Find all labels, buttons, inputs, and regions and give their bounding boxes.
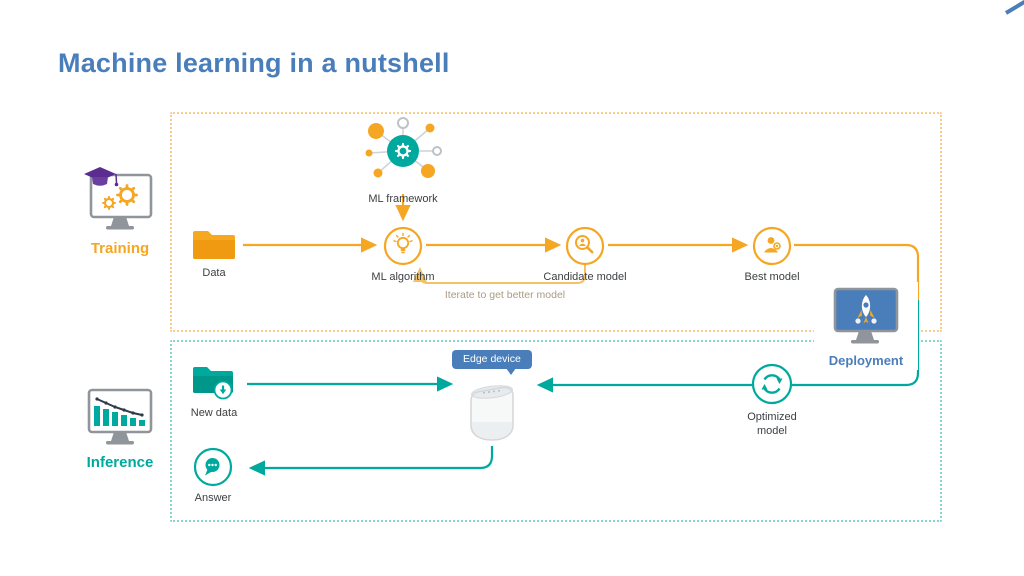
inference-computer-icon — [87, 388, 153, 445]
optimized-model-icon — [751, 363, 793, 405]
best-model-label: Best model — [744, 271, 800, 283]
lightbulb-icon — [393, 232, 413, 254]
answer-node: Answer — [185, 447, 241, 506]
edge-device-callout: Edge device — [452, 350, 532, 375]
optimized-model-label: Optimized model — [747, 411, 797, 437]
graduation-cap-icon — [84, 167, 119, 187]
brain-gear-icon — [394, 142, 412, 160]
inference-section-label: Inference — [86, 454, 154, 471]
answer-icon — [193, 447, 233, 487]
best-model-icon — [752, 226, 792, 266]
iterate-loop-label: Iterate to get better model — [444, 289, 566, 301]
deployment-computer-icon — [833, 287, 899, 344]
declining-bars-icon — [94, 406, 145, 426]
optimized-model-node: Optimized model — [727, 362, 817, 439]
candidate-model-icon — [565, 226, 605, 266]
ml-framework-icon — [365, 117, 442, 178]
best-model-node: Best model — [727, 226, 817, 285]
chat-bubble-icon — [205, 458, 220, 476]
new-data-folder-icon — [193, 367, 233, 400]
inference-machine: Inference — [78, 386, 162, 471]
gear-small-icon — [102, 196, 116, 210]
corner-decoration-line — [1004, 0, 1024, 15]
ml-framework-node: ML framework — [357, 114, 449, 207]
page-title: Machine learning in a nutshell — [58, 48, 450, 78]
training-computer-icon — [84, 167, 153, 230]
data-folder-icon — [193, 231, 235, 259]
ml-algorithm-label: ML algorithm — [371, 271, 435, 283]
ml-framework-label: ML framework — [368, 193, 438, 205]
candidate-model-label: Candidate model — [543, 271, 627, 283]
refresh-arrows-icon — [761, 374, 783, 394]
new-data-label: New data — [190, 407, 238, 419]
gear-icon — [116, 184, 138, 206]
data-node: Data — [186, 226, 242, 281]
training-section-label: Training — [90, 240, 150, 257]
answer-label: Answer — [194, 492, 232, 504]
ml-algorithm-node: ML algorithm — [358, 226, 448, 285]
new-data-node: New data — [188, 360, 240, 421]
deployment-section-label: Deployment — [828, 353, 904, 368]
person-award-icon — [764, 237, 781, 253]
edge-device-node — [464, 380, 520, 444]
magnifier-person-icon — [575, 235, 594, 254]
deployment-machine: Deployment — [814, 282, 918, 370]
rocket-icon — [855, 295, 877, 324]
data-label: Data — [202, 267, 226, 279]
smart-speaker-icon — [470, 385, 514, 441]
candidate-model-node: Candidate model — [533, 226, 637, 285]
training-machine: Training — [74, 164, 166, 257]
ml-algorithm-icon — [383, 226, 423, 266]
